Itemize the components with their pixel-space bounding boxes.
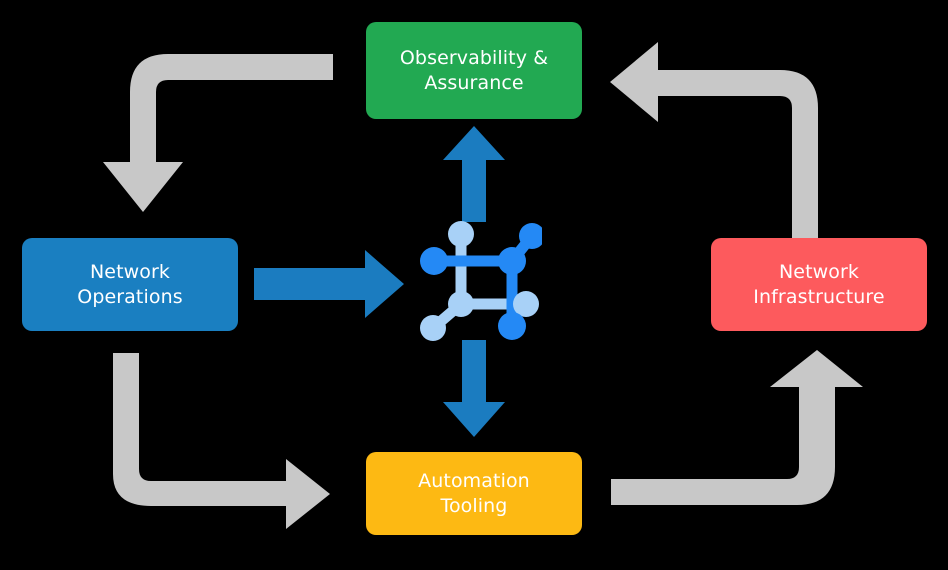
arrow-automation-to-infrastructure — [611, 350, 863, 505]
arrow-center-to-automation — [443, 340, 505, 437]
arrow-operations-to-automation — [113, 353, 330, 529]
topology-accent-nodes — [420, 223, 542, 340]
arrow-center-to-observability — [443, 126, 505, 222]
node-box-infrastructure[interactable]: Network Infrastructure — [711, 238, 927, 331]
node-box-automation[interactable]: Automation Tooling — [366, 452, 582, 535]
arrow-infrastructure-to-observability — [610, 42, 818, 238]
node-box-operations[interactable]: Network Operations — [22, 238, 238, 331]
node-box-observability[interactable]: Observability & Assurance — [366, 22, 582, 119]
network-topology-icon — [420, 221, 542, 341]
topology-light-nodes — [420, 221, 539, 341]
arrow-observability-to-operations — [103, 54, 333, 212]
arrow-operations-to-center — [254, 250, 404, 318]
